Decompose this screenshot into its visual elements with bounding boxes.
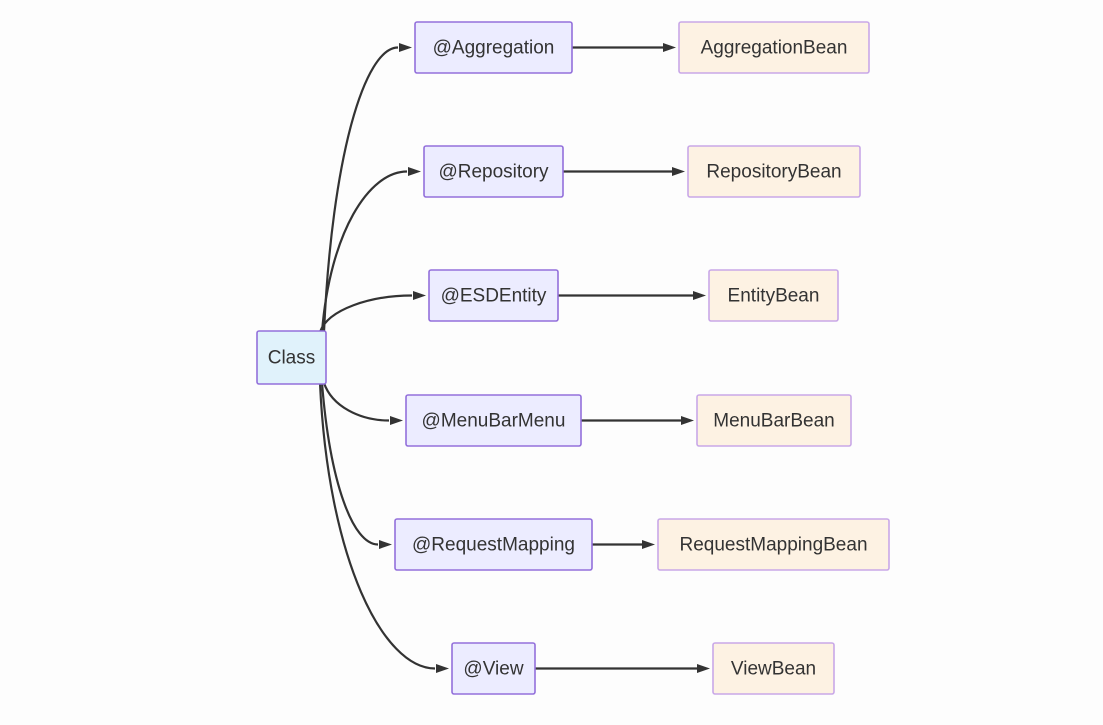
node-esdentity-box[interactable] <box>428 269 559 322</box>
node-aggregation-bean[interactable]: AggregationBean <box>678 21 870 74</box>
node-requestmapping-box[interactable] <box>394 518 593 571</box>
node-repository-bean-box[interactable] <box>687 145 861 198</box>
node-repository-box[interactable] <box>423 145 564 198</box>
edge-class-to-repository <box>320 170 408 333</box>
node-view-bean[interactable]: ViewBean <box>712 642 835 695</box>
edge-class-to-esdentity <box>318 294 413 333</box>
node-view[interactable]: @View <box>451 642 536 695</box>
node-entity-bean-box[interactable] <box>708 269 839 322</box>
node-menubar-bean-box[interactable] <box>696 394 852 447</box>
node-requestmapping-bean[interactable]: RequestMappingBean <box>657 518 890 571</box>
node-view-box[interactable] <box>451 642 536 695</box>
edge-class-to-aggregation <box>322 46 399 333</box>
arrowhead-class-to-aggregation <box>399 43 412 52</box>
edges-layer <box>318 43 710 673</box>
node-class-box[interactable] <box>256 330 327 385</box>
node-esdentity[interactable]: @ESDEntity <box>428 269 559 322</box>
arrowhead-class-to-menubarmenu <box>390 416 403 425</box>
node-entity-bean[interactable]: EntityBean <box>708 269 839 322</box>
arrowhead-view-to-view-bean <box>697 664 710 673</box>
edge-class-to-view <box>318 382 436 670</box>
node-menubarmenu[interactable]: @MenuBarMenu <box>405 394 582 447</box>
node-aggregation-bean-box[interactable] <box>678 21 870 74</box>
node-view-bean-box[interactable] <box>712 642 835 695</box>
arrowhead-menubarmenu-to-menubar-bean <box>681 416 694 425</box>
edge-class-to-requestmapping <box>320 382 379 546</box>
arrowhead-esdentity-to-entity-bean <box>693 291 706 300</box>
node-requestmapping[interactable]: @RequestMapping <box>394 518 593 571</box>
arrowhead-class-to-requestmapping <box>379 540 392 549</box>
node-repository[interactable]: @Repository <box>423 145 564 198</box>
edge-class-to-menubarmenu <box>322 382 390 422</box>
arrowhead-class-to-esdentity <box>413 291 426 300</box>
node-requestmapping-bean-box[interactable] <box>657 518 890 571</box>
arrowhead-aggregation-to-aggregation-bean <box>663 43 676 52</box>
node-class[interactable]: Class <box>256 330 327 385</box>
arrowhead-class-to-view <box>436 664 449 673</box>
node-menubar-bean[interactable]: MenuBarBean <box>696 394 852 447</box>
node-menubarmenu-box[interactable] <box>405 394 582 447</box>
node-aggregation[interactable]: @Aggregation <box>414 21 573 74</box>
node-repository-bean[interactable]: RepositoryBean <box>687 145 861 198</box>
arrowhead-requestmapping-to-requestmapping-bean <box>642 540 655 549</box>
arrowhead-repository-to-repository-bean <box>672 167 685 176</box>
arrowhead-class-to-repository <box>408 167 421 176</box>
node-aggregation-box[interactable] <box>414 21 573 74</box>
